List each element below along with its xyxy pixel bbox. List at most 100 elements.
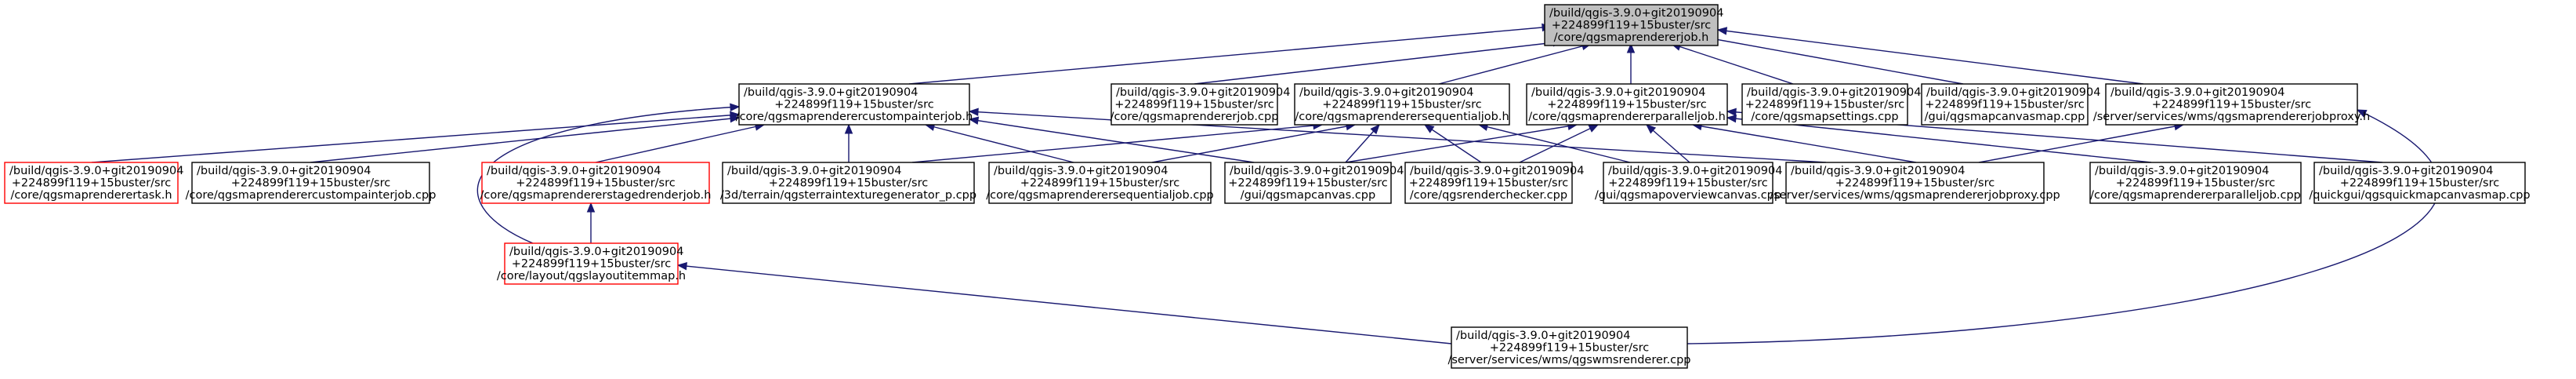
edge-arrowhead — [730, 103, 741, 111]
node-custompainter-cpp[interactable]: /build/qgis-3.9.0+git20190904+224899f119… — [186, 162, 437, 204]
edge-line — [1519, 124, 1599, 163]
node-staged-h[interactable]: /build/qgis-3.9.0+git20190904+224899f119… — [480, 162, 712, 204]
node-label-line: /core/qgsmaprendererstagedrenderjob.h — [480, 189, 712, 202]
node-label-line: /build/qgis-3.9.0+git20190904 — [2110, 86, 2284, 99]
edge-arrowhead — [1716, 27, 1728, 35]
node-label-line: +224899f119+15buster/src — [1409, 177, 1568, 190]
node-box[interactable] — [1404, 162, 1573, 204]
node-label-line: /core/qgsmaprendererjob.h — [1554, 31, 1709, 44]
edge-arrowhead — [844, 123, 853, 134]
node-sequential-h[interactable]: /build/qgis-3.9.0+git20190904+224899f119… — [1294, 83, 1510, 126]
dependency-edge — [310, 114, 741, 163]
node-mapcanvas-cpp[interactable]: /build/qgis-3.9.0+git20190904+224899f119… — [1224, 162, 1404, 204]
node-box[interactable] — [2313, 162, 2526, 204]
edge-line — [1345, 124, 1578, 163]
node-box[interactable] — [1785, 162, 2045, 204]
node-label-line: +224899f119+15buster/src — [231, 177, 390, 190]
node-box[interactable] — [4, 162, 179, 204]
edge-arrowhead — [676, 261, 687, 271]
node-jobproxy-h[interactable]: /build/qgis-3.9.0+git20190904+224899f119… — [2093, 83, 2370, 126]
node-label-line: /core/qgsmaprenderercustompainterjob.h — [736, 111, 973, 123]
node-label-line: /build/qgis-3.9.0+git20190904 — [1549, 7, 1723, 20]
node-parallel-h[interactable]: /build/qgis-3.9.0+git20190904+224899f119… — [1526, 83, 1728, 126]
node-label-line: /build/qgis-3.9.0+git20190904 — [994, 165, 1168, 177]
node-box[interactable] — [1603, 162, 1773, 204]
node-box[interactable] — [2089, 162, 2302, 204]
node-label-line: /build/qgis-3.9.0+git20190904 — [509, 246, 683, 258]
dependency-edge — [1519, 124, 1600, 163]
edge-line — [1687, 109, 2440, 344]
node-custompainter-h[interactable]: /build/qgis-3.9.0+git20190904+224899f119… — [736, 83, 973, 126]
node-box[interactable] — [1741, 83, 1908, 126]
edge-line — [969, 118, 1255, 163]
dependency-edge — [1687, 109, 2440, 344]
node-box[interactable] — [988, 162, 1212, 204]
node-box[interactable] — [722, 162, 975, 204]
dependency-edge — [1345, 124, 1380, 163]
edge-arrowhead — [968, 116, 980, 125]
node-box[interactable] — [504, 242, 679, 285]
nodes-layer: /build/qgis-3.9.0+git20190904+224899f119… — [4, 4, 2531, 369]
node-label-line: +224899f119+15buster/src — [1552, 20, 1711, 32]
edge-line — [677, 264, 1452, 344]
edge-line — [1717, 29, 2144, 85]
edge-line — [925, 124, 1074, 163]
node-label-line: /core/qgsmapsettings.cpp — [1751, 111, 1898, 123]
node-label-line: +224899f119+15buster/src — [1490, 342, 1649, 355]
node-label-line: /build/qgis-3.9.0+git20190904 — [487, 165, 661, 177]
edge-line — [595, 124, 765, 163]
node-label-line: +224899f119+15buster/src — [1322, 99, 1481, 111]
node-label-line: +224899f119+15buster/src — [1925, 99, 2084, 111]
node-box[interactable] — [191, 162, 430, 204]
node-job-cpp[interactable]: /build/qgis-3.9.0+git20190904+224899f119… — [1110, 83, 1291, 126]
node-label-line: /build/qgis-3.9.0+git20190904 — [727, 165, 901, 177]
dependency-edge — [91, 111, 741, 163]
node-mapcanvasmap-cpp[interactable]: /build/qgis-3.9.0+git20190904+224899f119… — [1921, 83, 2100, 126]
node-box[interactable] — [1224, 162, 1392, 204]
node-label-line: /gui/qgsmapcanvas.cpp — [1241, 189, 1375, 202]
dependency-edge — [1438, 42, 1592, 85]
node-overview-cpp[interactable]: /build/qgis-3.9.0+git20190904+224899f119… — [1595, 162, 1783, 204]
node-label-line: /build/qgis-3.9.0+git20190904 — [1410, 165, 1584, 177]
edge-arrowhead — [1626, 42, 1636, 53]
node-quickcanvas-cpp[interactable]: /build/qgis-3.9.0+git20190904+224899f119… — [2309, 162, 2531, 204]
node-label-line: /build/qgis-3.9.0+git20190904 — [2095, 165, 2269, 177]
node-jobproxy-cpp[interactable]: /build/qgis-3.9.0+git20190904+224899f119… — [1770, 162, 2060, 204]
node-label-line: /server/services/wms/qgswmsrenderer.cpp — [1447, 354, 1690, 366]
node-box[interactable] — [1526, 83, 1728, 126]
node-renderchecker-cpp[interactable]: /build/qgis-3.9.0+git20190904+224899f119… — [1404, 162, 1584, 204]
node-label-line: +224899f119+15buster/src — [2152, 99, 2311, 111]
node-box[interactable] — [1921, 83, 2089, 126]
node-terrain-cpp[interactable]: /build/qgis-3.9.0+git20190904+224899f119… — [720, 162, 976, 204]
node-parallel-cpp[interactable]: /build/qgis-3.9.0+git20190904+224899f119… — [2089, 162, 2302, 204]
dependency-edge — [676, 261, 1452, 344]
edge-line — [1692, 124, 1917, 163]
dependency-edge — [1705, 35, 1964, 85]
edge-arrowhead — [2356, 109, 2368, 118]
node-wmsrenderer-cpp[interactable]: /build/qgis-3.9.0+git20190904+224899f119… — [1447, 326, 1691, 369]
node-box[interactable] — [481, 162, 710, 204]
node-box[interactable] — [1294, 83, 1510, 126]
node-label-line: /build/qgis-3.9.0+git20190904 — [1791, 165, 1965, 177]
node-job-h[interactable]: /build/qgis-3.9.0+git20190904+224899f119… — [1544, 4, 1723, 46]
node-box[interactable] — [2105, 83, 2358, 126]
node-label-line: /server/services/wms/qgsmaprendererjobpr… — [2093, 111, 2370, 123]
node-renderertask-h[interactable]: /build/qgis-3.9.0+git20190904+224899f119… — [4, 162, 183, 204]
node-sequential-cpp[interactable]: /build/qgis-3.9.0+git20190904+224899f119… — [986, 162, 1214, 204]
node-label-line: /core/qgsmaprenderersequentialjob.cpp — [986, 189, 1213, 202]
node-layoutitemmap-h[interactable]: /build/qgis-3.9.0+git20190904+224899f119… — [497, 242, 686, 285]
edge-line — [1438, 43, 1592, 85]
node-label-line: /core/qgsmaprenderertask.h — [10, 189, 172, 202]
edge-arrowhead — [586, 202, 596, 213]
node-box[interactable] — [1110, 83, 1278, 126]
node-label-line: /core/qgsmaprendererparalleljob.cpp — [2090, 189, 2301, 202]
node-label-line: +224899f119+15buster/src — [516, 177, 675, 190]
node-label-line: /server/services/wms/qgsmaprendererjobpr… — [1770, 189, 2060, 202]
node-box[interactable] — [1451, 326, 1688, 369]
dependency-edge — [586, 202, 596, 243]
node-box[interactable] — [1544, 4, 1719, 46]
node-mapsettings-cpp[interactable]: /build/qgis-3.9.0+git20190904+224899f119… — [1741, 83, 1921, 126]
node-box[interactable] — [738, 83, 970, 126]
edge-line — [1646, 124, 1690, 163]
dependency-edge — [924, 122, 1074, 163]
